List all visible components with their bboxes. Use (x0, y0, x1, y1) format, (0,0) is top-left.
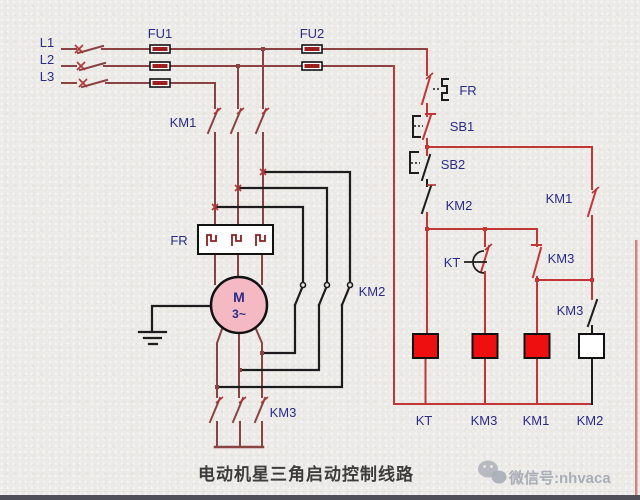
sb2-label: SB2 (441, 157, 466, 172)
motor-letter: M (233, 289, 245, 305)
phase-l1-wire (61, 44, 428, 55)
km3-to-star-wires (216, 421, 263, 448)
km3-nc-label: KM3 (548, 251, 575, 266)
kt-branch (479, 228, 491, 335)
delta-wiring (213, 170, 354, 389)
sb1-pushbutton-operator (412, 115, 421, 138)
ctrl-wire (426, 212, 538, 335)
fu1-label: FU1 (148, 26, 173, 41)
fr-heater-elements (206, 234, 266, 246)
operator-links (411, 88, 441, 164)
motor: M 3~ (209, 275, 269, 335)
fuse-element (152, 81, 168, 85)
km3-main-label: KM3 (270, 405, 297, 420)
sb2-blade (420, 153, 432, 182)
delta-feed-wires (213, 170, 352, 284)
km2-contact-hinge (323, 281, 331, 289)
fuse-element (152, 64, 168, 68)
km1-to-fr-wires (214, 132, 264, 226)
fu2-label: FU2 (300, 26, 325, 41)
km1-coil (523, 333, 551, 359)
switch-cross (74, 44, 84, 54)
km3-coil (471, 333, 499, 359)
blade-tick (213, 107, 270, 115)
km1-coil-label: KM1 (523, 413, 550, 428)
blade-tick (215, 396, 269, 404)
sb1-blade (421, 113, 436, 141)
coil-bottom-stubs (424, 357, 538, 405)
km2-coil (578, 333, 605, 359)
km3-coil-label: KM3 (471, 413, 498, 428)
km2-contact-hinge (299, 281, 307, 289)
main-drop-wires (214, 48, 264, 109)
fr-thermal-relay (197, 224, 274, 255)
switch-cross (76, 61, 86, 71)
sb2-pushbutton-operator (409, 151, 419, 174)
junction-dot (535, 278, 539, 282)
phase-l2-wire (61, 61, 395, 72)
junction-dot (215, 385, 219, 389)
phase-label-l3: L3 (40, 69, 54, 84)
switch-cross (78, 78, 88, 88)
junction-dot (238, 368, 242, 372)
km3-no-label: KM3 (557, 303, 584, 318)
motor-phase: 3~ (232, 307, 246, 321)
labels: L1 L2 L3 FU1 FU2 KM1 FR KM2 KM3 FR SB1 S… (40, 26, 604, 428)
fr-ctrl-operator (441, 78, 449, 101)
km1-aux-label: KM1 (546, 191, 573, 206)
junction-dot (261, 47, 265, 51)
fuse-element (304, 47, 320, 51)
sb1-label: SB1 (450, 119, 475, 134)
km2-contact-hinge (346, 281, 354, 289)
bottom-border-line (0, 495, 640, 500)
kt-contact-label: KT (444, 255, 461, 270)
wechat-icon (478, 460, 507, 484)
kt-coil (412, 333, 439, 359)
junction-dot (236, 64, 240, 68)
fr-ctrl-label: FR (459, 83, 476, 98)
phase-label-l1: L1 (40, 35, 54, 50)
junction-dot (590, 278, 594, 282)
fuse-element (304, 64, 320, 68)
watermark: 微信号:nhvaca (478, 460, 611, 487)
fr-ctrl-blade (420, 75, 432, 106)
ctrl-junction-dots (425, 145, 594, 282)
junction-dot (425, 145, 429, 149)
fuse-element (152, 47, 168, 51)
kt-timer-symbol (464, 250, 487, 274)
km2-coil-label: KM2 (577, 413, 604, 428)
blade-tick (425, 72, 600, 251)
km1-aux-branch (586, 146, 598, 300)
km2-nc-label: KM2 (446, 198, 473, 213)
delta-return-wires (215, 303, 344, 389)
kt-coil-label: KT (416, 413, 433, 428)
right-border-line (635, 240, 638, 496)
diagram-title: 电动机星三角启动控制线路 (198, 464, 414, 484)
km2-main-contact-blades (293, 286, 351, 307)
junction-dot (483, 227, 487, 231)
motor-circle (209, 275, 269, 335)
km2-main-label: KM2 (359, 284, 386, 299)
km2-nc-blade (420, 184, 433, 215)
watermark-text: 微信号:nhvaca (508, 469, 611, 487)
junction-dot (425, 227, 429, 231)
main-junction-dots (215, 47, 265, 389)
junction-dot (260, 351, 264, 355)
tap-cross (211, 168, 267, 211)
fuses (149, 44, 323, 88)
contactor-coils (412, 333, 605, 359)
ground-symbol (137, 304, 213, 346)
phase-label-l2: L2 (40, 52, 54, 67)
control-circuit-wires (393, 48, 598, 405)
km3-nc-branch (531, 228, 593, 335)
km1-main-label: KM1 (170, 115, 197, 130)
fr-main-label: FR (170, 233, 187, 248)
contact-ticks (74, 44, 600, 404)
control-circuit-black-parts (409, 78, 599, 405)
km3-no-blade (586, 298, 599, 405)
